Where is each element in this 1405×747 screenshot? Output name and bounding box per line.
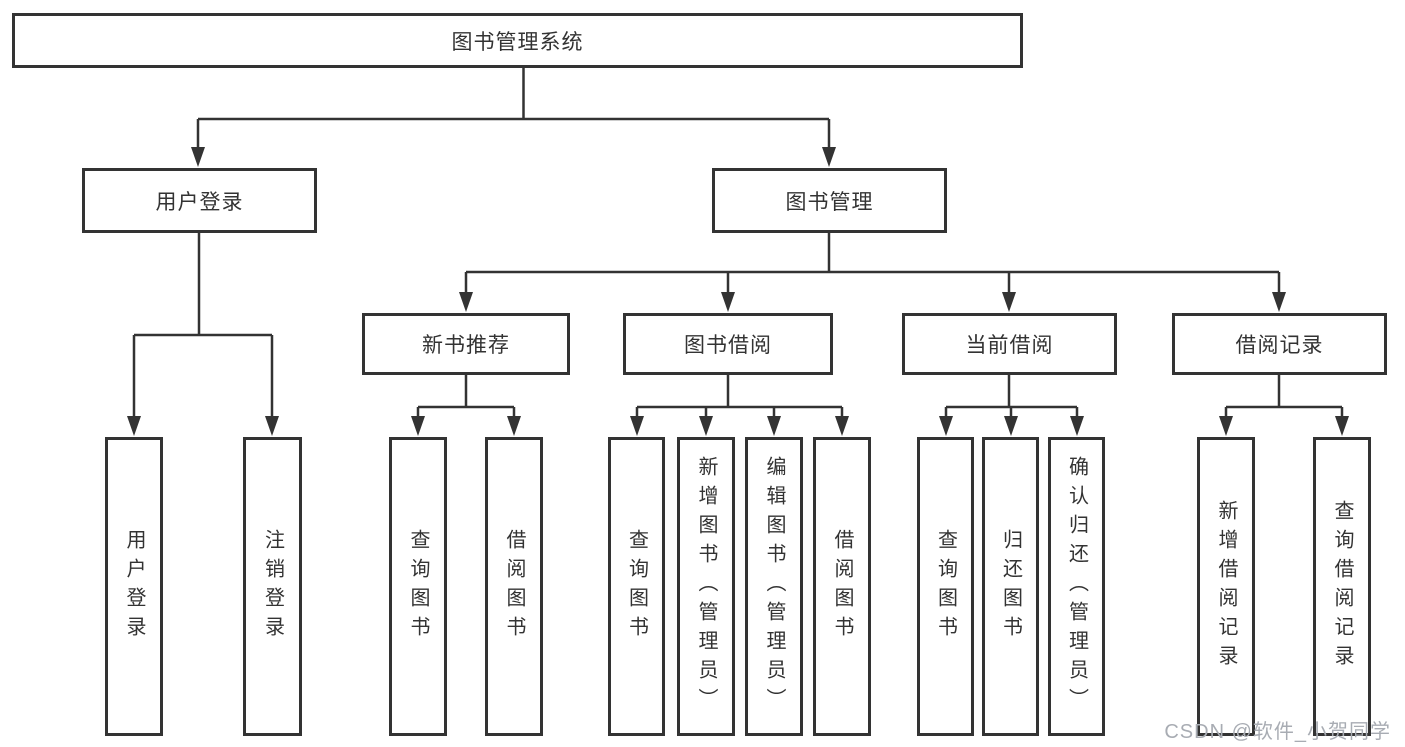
leaf-add-borrow-record: 新增借阅记录 bbox=[1197, 437, 1255, 736]
leaf-borrow-books: 借阅图书 bbox=[813, 437, 871, 736]
node-label: 归还图书 bbox=[999, 528, 1022, 645]
leaf-query-books-current: 查询图书 bbox=[917, 437, 974, 736]
node-label: 编辑图书（管理员） bbox=[763, 456, 785, 717]
leaf-query-books-borrow: 查询图书 bbox=[608, 437, 665, 736]
node-label: 图书借阅 bbox=[684, 334, 772, 357]
node-current-borrow: 当前借阅 bbox=[902, 313, 1117, 375]
leaf-edit-books-admin: 编辑图书（管理员） bbox=[745, 437, 803, 736]
node-label: 确认归还（管理员） bbox=[1065, 456, 1088, 717]
leaf-return-books: 归还图书 bbox=[982, 437, 1039, 736]
node-label: 新增图书（管理员） bbox=[695, 456, 717, 717]
leaf-add-books-admin: 新增图书（管理员） bbox=[677, 437, 735, 736]
node-label: 查询图书 bbox=[625, 528, 648, 645]
leaf-logout: 注销登录 bbox=[243, 437, 302, 736]
node-label: 当前借阅 bbox=[965, 334, 1054, 357]
node-label: 新增借阅记录 bbox=[1215, 499, 1237, 674]
node-user-login: 用户登录 bbox=[82, 168, 317, 233]
node-label: 注销登录 bbox=[261, 528, 284, 645]
node-library-management-system: 图书管理系统 bbox=[12, 13, 1023, 68]
leaf-query-books-recommend: 查询图书 bbox=[389, 437, 447, 736]
leaf-user-login: 用户登录 bbox=[105, 437, 163, 736]
node-label: 借阅记录 bbox=[1235, 334, 1324, 357]
node-label: 新书推荐 bbox=[422, 334, 510, 357]
node-label: 查询图书 bbox=[407, 528, 429, 645]
node-label: 用户登录 bbox=[123, 528, 145, 645]
node-label: 借阅图书 bbox=[831, 528, 853, 645]
node-new-book-recommend: 新书推荐 bbox=[362, 313, 570, 375]
csdn-watermark: CSDN @软件_小贺同学 bbox=[1164, 721, 1391, 743]
node-label: 图书管理 bbox=[785, 190, 874, 214]
leaf-confirm-return-admin: 确认归还（管理员） bbox=[1048, 437, 1105, 736]
leaf-borrow-books-recommend: 借阅图书 bbox=[485, 437, 543, 736]
arrowheads bbox=[127, 147, 1349, 436]
node-borrow-records: 借阅记录 bbox=[1172, 313, 1387, 375]
node-label: 用户登录 bbox=[155, 190, 244, 214]
node-label: 图书管理系统 bbox=[451, 30, 584, 54]
node-book-borrow: 图书借阅 bbox=[623, 313, 833, 375]
node-book-management: 图书管理 bbox=[712, 168, 947, 233]
node-label: 查询图书 bbox=[934, 528, 957, 645]
node-label: 查询借阅记录 bbox=[1331, 499, 1353, 674]
node-label: 借阅图书 bbox=[503, 528, 525, 645]
leaf-query-borrow-record: 查询借阅记录 bbox=[1313, 437, 1371, 736]
